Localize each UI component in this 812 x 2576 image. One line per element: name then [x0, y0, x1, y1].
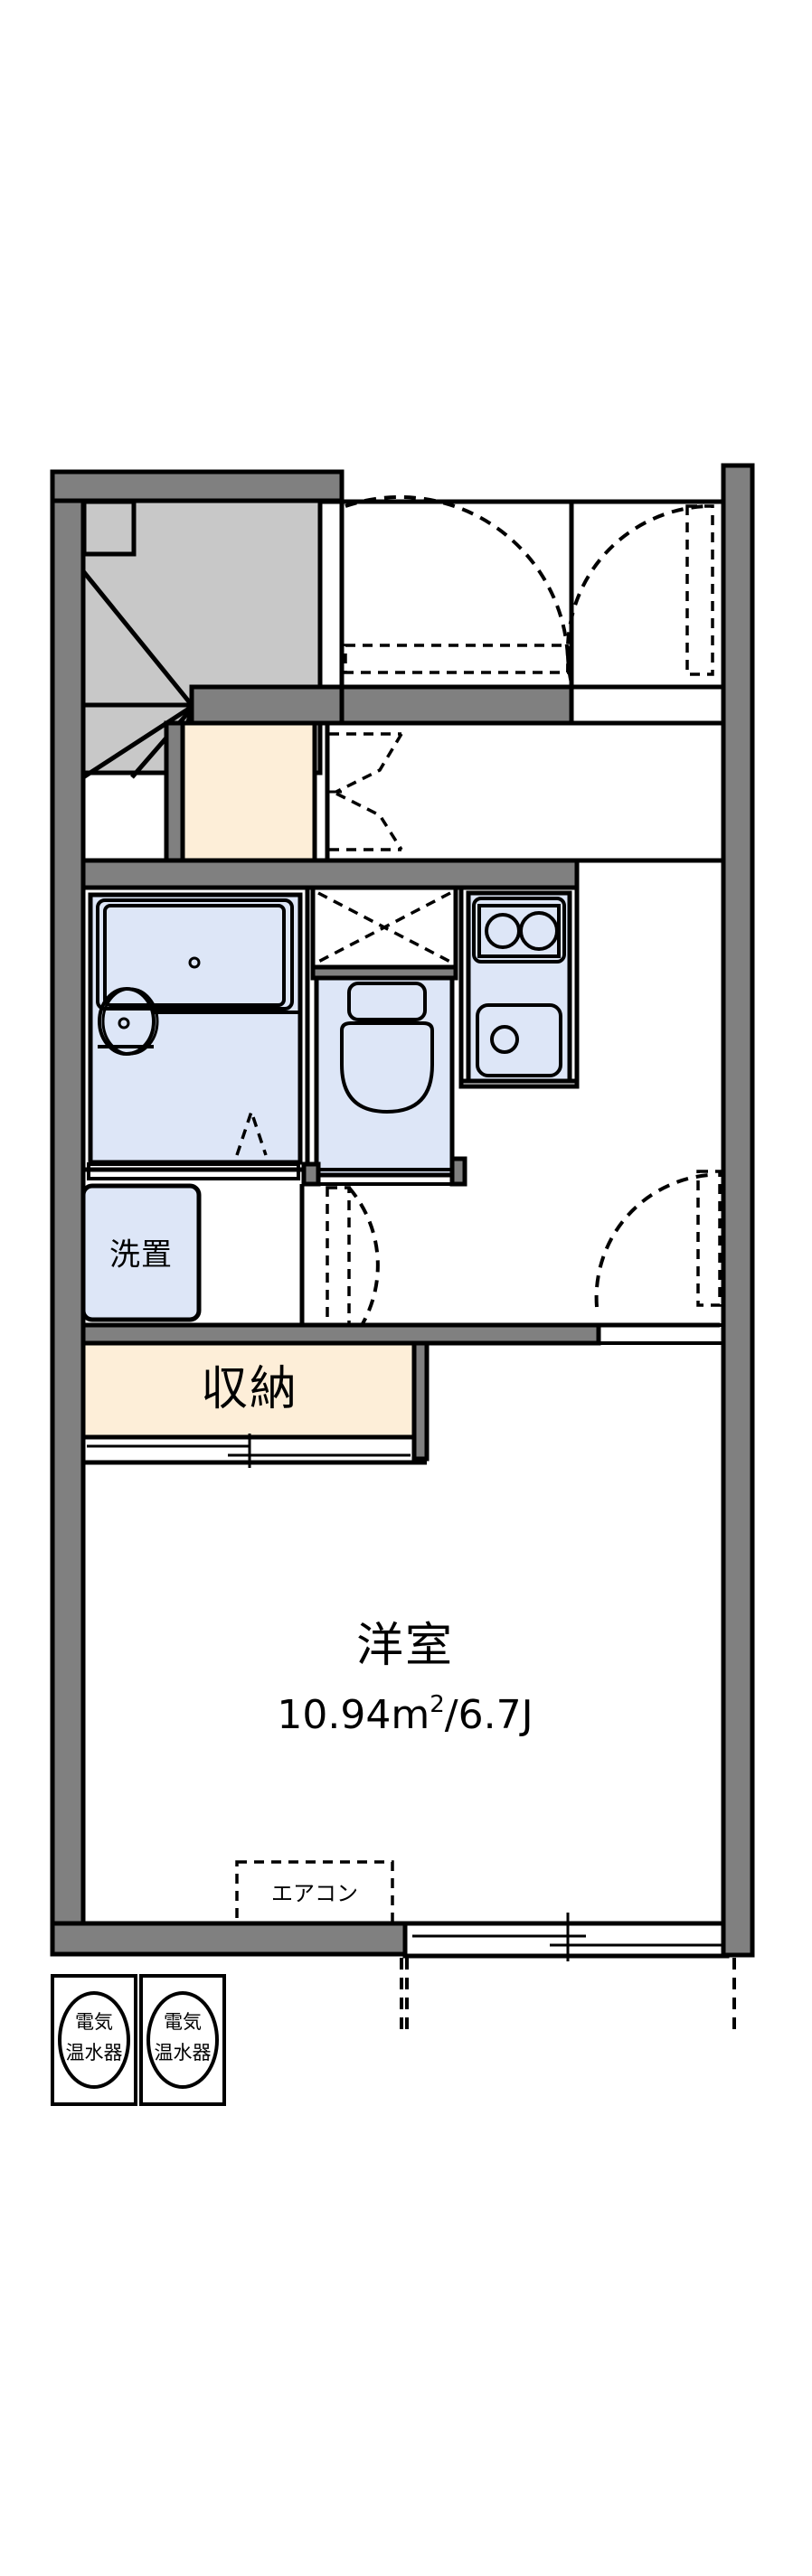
bath-door-swing-icon [235, 1106, 268, 1156]
genkan-wall-left [164, 720, 185, 863]
overhead-storage-x2 [317, 891, 451, 964]
kitchen-sink-drain-icon [490, 1025, 519, 1054]
stair-tread-line-4 [130, 707, 194, 779]
main-room-label: 洋室 [356, 1619, 454, 1673]
water-heater-1-label-line2: 温水器 [66, 2042, 123, 2064]
area-unit-sup: 2 [430, 1691, 445, 1718]
room-entry-door[interactable] [594, 1170, 722, 1308]
entrance-hall-area [339, 499, 574, 690]
water-heater-2-box [139, 1974, 226, 2106]
stove-burner-right-icon [519, 911, 559, 951]
water-heater-2-tank-icon [146, 1991, 219, 2089]
air-conditioner: エアコン [235, 1860, 394, 1925]
toilet-room-floor [314, 975, 455, 1178]
kitchen-sink-icon [476, 1003, 562, 1077]
room-entry-door-swing-arc [594, 1173, 710, 1308]
exterior-wall-top-left-cap [50, 469, 345, 503]
water-heater-1-label-line1: 電気 [75, 2011, 113, 2033]
entrance-door[interactable] [344, 495, 571, 674]
bathtub-drain-icon [188, 956, 201, 969]
toilet-room [314, 975, 455, 1178]
area-number: 10.94 [277, 1692, 391, 1738]
water-heater-1-tank-icon [58, 1991, 130, 2089]
closet-label: 収納 [201, 1362, 298, 1416]
fold-door-panel-a [335, 733, 403, 794]
genkan-floor [178, 720, 317, 863]
washer-label: 洗置 [109, 1237, 173, 1274]
room-entry-door-leaf[interactable] [696, 1170, 722, 1307]
area-rest: /6.7J [445, 1692, 533, 1738]
genkan-folding-door[interactable] [326, 732, 403, 851]
toilet-bowl-icon [340, 1021, 434, 1114]
interior-wall-entry-top-b [339, 684, 574, 726]
fold-door-panel-b [335, 792, 403, 851]
stair-tread-line-1 [81, 569, 194, 707]
washing-machine-space: 洗置 [80, 1183, 202, 1322]
interior-wall-room-top [50, 1322, 601, 1346]
exterior-wall-bottom-cap [50, 1921, 408, 1957]
exterior-wall-right-cap [721, 463, 755, 1958]
main-room: 洋室 10.94m2/6.7J [277, 1619, 533, 1739]
overhead-storage [310, 885, 458, 970]
water-heater-1-box [51, 1974, 137, 2106]
main-room-area-label: 10.94m2/6.7J [277, 1691, 533, 1739]
entrance-genkan [178, 720, 317, 863]
bathroom-door-threshold[interactable] [87, 1162, 300, 1180]
closet-storage: 収納 [80, 1340, 417, 1440]
balcony-sliding-window[interactable] [402, 1913, 730, 1961]
toilet-jamb-right [449, 1156, 467, 1187]
electric-water-heater-1: 電気 温水器 [51, 1974, 137, 2106]
electric-water-heater-2: 電気 温水器 [139, 1974, 226, 2106]
closet-wall-right [411, 1340, 430, 1462]
exterior-wall-left-cap [50, 469, 86, 1957]
stair-tread-line-3 [81, 704, 194, 780]
aircon-label: エアコン [271, 1881, 358, 1906]
toilet-door-leaf[interactable] [326, 1186, 351, 1361]
area-unit-m: m [391, 1692, 430, 1738]
corridor-door-swing-arc [565, 504, 710, 684]
interior-wall-wetzone-top [50, 858, 580, 890]
entrance-door-swing-arc [345, 495, 571, 673]
balcony-window-frame[interactable] [402, 1921, 730, 1959]
bath-basin-rim-icon [101, 987, 159, 1056]
corridor-door[interactable] [565, 504, 714, 684]
kitchen [458, 885, 580, 1089]
corridor-door-leaf[interactable] [685, 504, 714, 676]
room-entry-threshold[interactable] [597, 1323, 725, 1345]
water-heater-2-label-line1: 電気 [164, 2011, 202, 2033]
stove-outer-icon [472, 897, 566, 964]
right-hall-threshold [569, 684, 728, 726]
bathroom [80, 885, 310, 1172]
bath-basin-drain-icon [118, 1017, 130, 1029]
stair-side-gap [317, 499, 345, 708]
entrance-door-leaf[interactable] [344, 644, 570, 674]
closet-floor [80, 1340, 417, 1440]
water-heater-2-label-line2: 温水器 [155, 2042, 212, 2064]
corridor-area-upper [325, 720, 726, 863]
bathtub-inner [103, 904, 286, 1007]
toilet-jamb-left [301, 1161, 321, 1187]
